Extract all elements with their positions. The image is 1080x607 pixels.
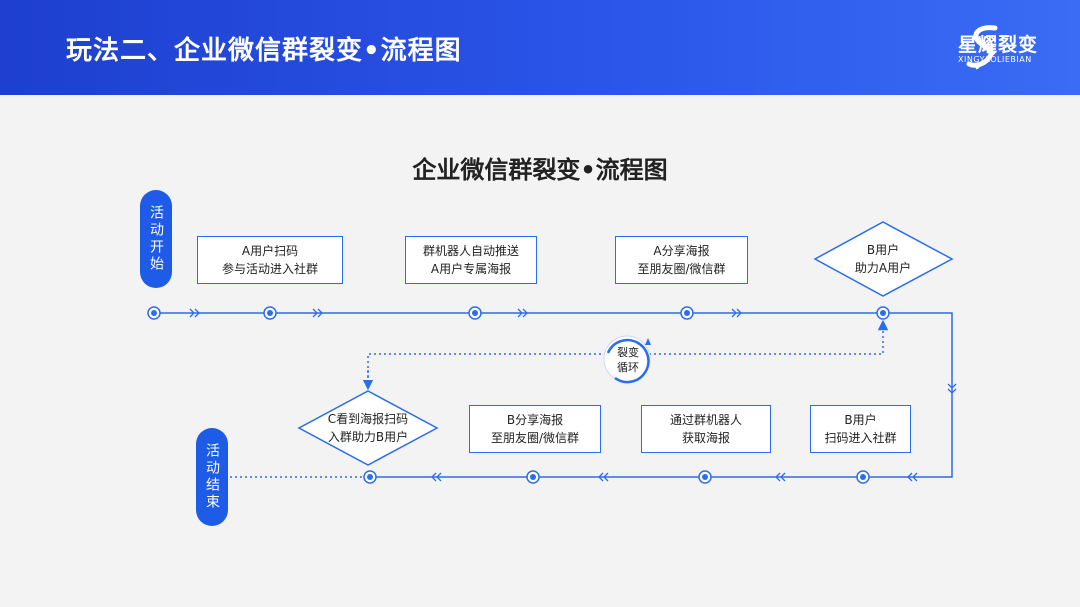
page-title: 玩法二、企业微信群裂变•流程图 xyxy=(66,36,462,66)
diagram-title: 企业微信群裂变•流程图 xyxy=(412,156,668,184)
start-pill: 活动开始 xyxy=(140,190,172,288)
loop-line: 裂变 xyxy=(617,346,639,359)
step-line: 至朋友圈/微信群 xyxy=(637,262,726,276)
end-pill: 活动结束 xyxy=(196,428,228,526)
step-line: 群机器人自动推送 xyxy=(422,244,519,258)
step-line: C看到海报扫码 xyxy=(327,412,409,426)
step-bot-push: 群机器人自动推送 A用户专属海报 xyxy=(405,236,537,284)
logo-name: 星耀裂变 xyxy=(958,34,1039,56)
step-line: B分享海报 xyxy=(506,413,564,427)
content-area xyxy=(0,95,1080,607)
step-a-scan: A用户扫码 参与活动进入社群 xyxy=(197,236,343,284)
diamond-c-assist-b xyxy=(297,390,439,466)
step-line: 参与活动进入社群 xyxy=(221,262,318,276)
step-line: 助力A用户 xyxy=(854,261,912,275)
flow-node-icon xyxy=(147,306,890,320)
step-line: 通过群机器人 xyxy=(669,413,742,427)
step-line: 入群助力B用户 xyxy=(327,430,409,444)
diamond-text-c-assist: C看到海报扫码 入群助力B用户 xyxy=(313,409,423,447)
step-line: A分享海报 xyxy=(653,244,710,258)
diamond-b-assist-a xyxy=(813,221,954,297)
step-line: A用户扫码 xyxy=(241,244,299,258)
step-line: B用户 xyxy=(844,413,877,427)
step-line: 至朋友圈/微信群 xyxy=(490,431,580,445)
loop-line: 循环 xyxy=(617,361,639,374)
chevron-left-icon xyxy=(431,472,918,482)
loop-label: 裂变 循环 xyxy=(606,340,650,380)
loop-arrow-icon xyxy=(606,338,650,384)
chevron-right-icon xyxy=(189,308,742,318)
flow-node-icon xyxy=(363,470,870,484)
step-a-share: A分享海报 至朋友圈/微信群 xyxy=(615,236,748,284)
diamond-text-b-assist: B用户 助力A用户 xyxy=(833,240,933,278)
step-bot-poster: 通过群机器人 获取海报 xyxy=(641,405,771,453)
chevron-down-icon xyxy=(947,383,957,394)
step-b-share: B分享海报 至朋友圈/微信群 xyxy=(469,405,601,453)
step-line: 获取海报 xyxy=(681,431,730,445)
logo-icon xyxy=(966,25,998,70)
step-line: A用户专属海报 xyxy=(430,262,512,276)
step-line: B用户 xyxy=(866,243,900,257)
logo-subtitle: XINGYAOLIEBIAN xyxy=(958,55,1032,64)
step-b-join: B用户 扫码进入社群 xyxy=(810,405,911,453)
step-line: 扫码进入社群 xyxy=(824,431,897,445)
header-banner: 玩法二、企业微信群裂变•流程图 xyxy=(0,0,1080,95)
